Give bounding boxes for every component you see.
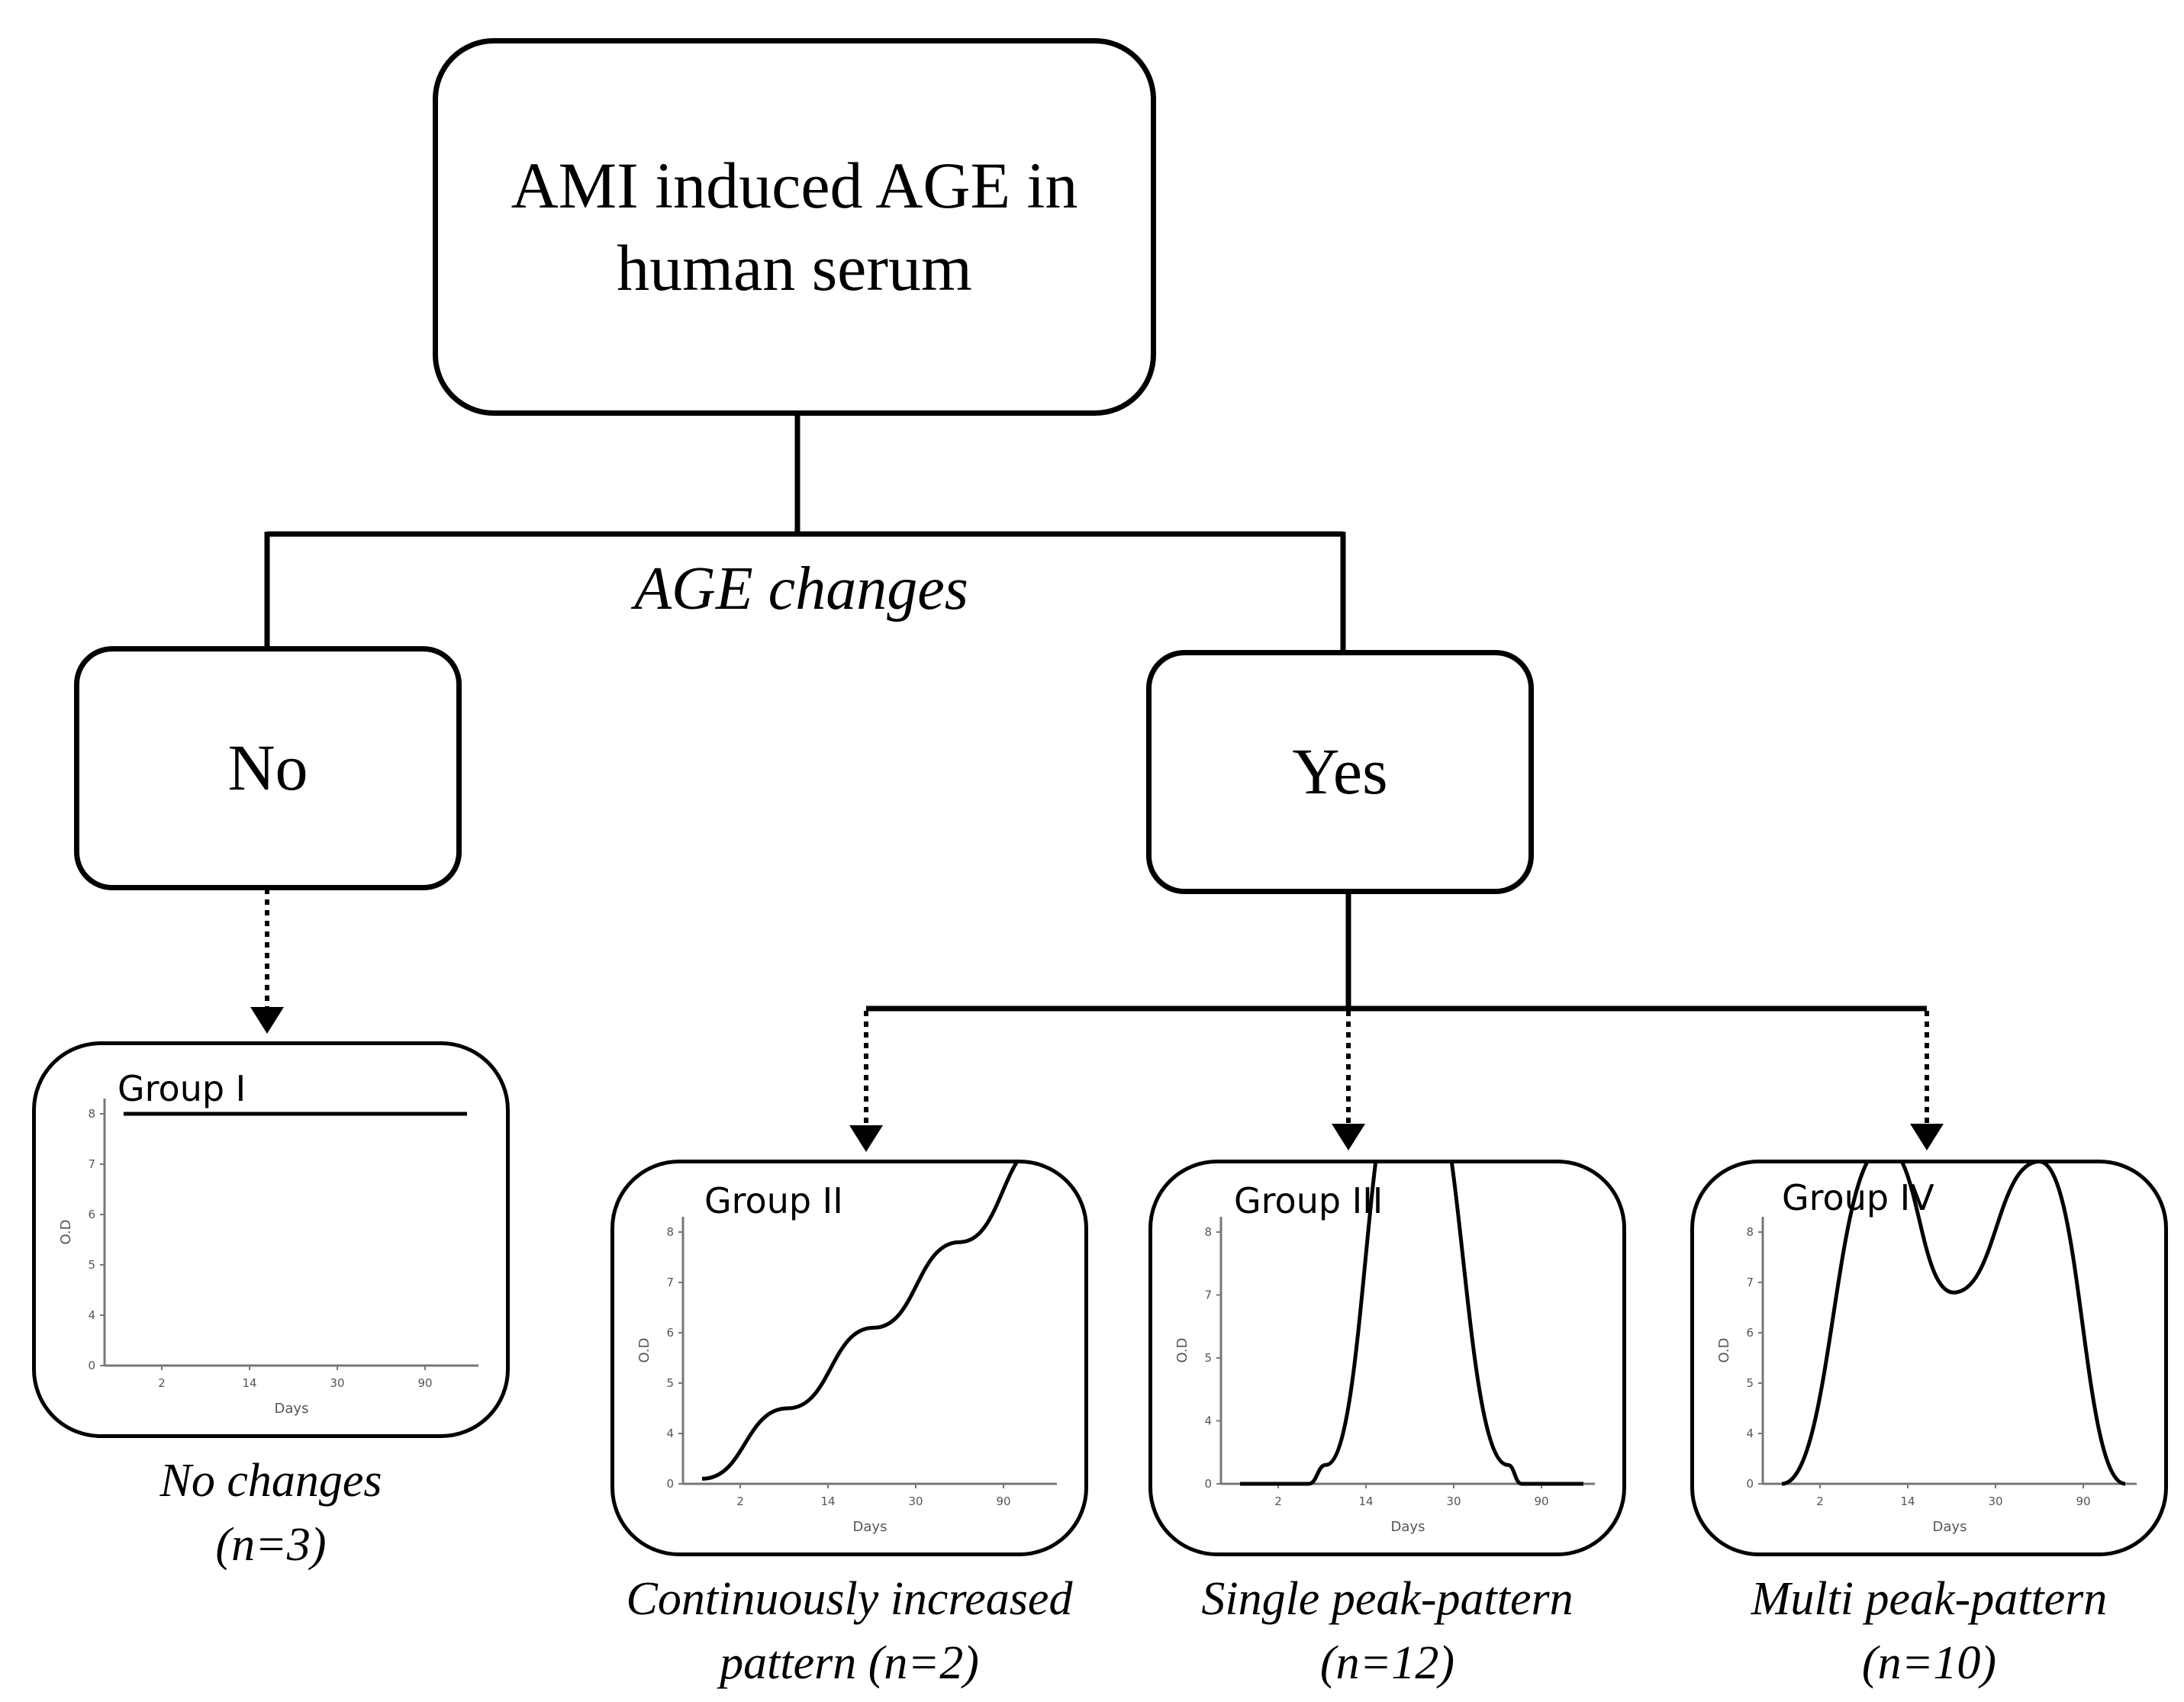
y-tick-label: 0 [88,1359,95,1372]
y-tick-label: 5 [88,1258,95,1272]
caption-line1: Multi peak-pattern [1751,1573,2108,1625]
no-box: No [74,646,462,890]
root-box: AMI induced AGE in human serum [433,38,1156,416]
group-caption: Continuously increased pattern (n=2) [557,1568,1142,1695]
y-tick-label: 7 [1746,1276,1754,1289]
y-tick-label: 8 [88,1107,95,1121]
root-line1: AMI induced AGE in [511,149,1078,222]
arrowhead-group4 [1910,1124,1944,1150]
decision-label: AGE changes [634,555,968,623]
series-line [701,1163,1019,1481]
x-tick-label: 14 [1358,1494,1373,1508]
y-tick-label: 4 [666,1427,674,1440]
y-axis-label: O.D [58,1219,74,1244]
y-tick-label: 0 [1204,1477,1212,1491]
x-tick-label: 14 [820,1494,835,1508]
group-title: Group I [118,1068,246,1109]
x-tick-label: 90 [417,1376,432,1390]
y-tick-label: 7 [1204,1289,1212,1302]
caption-line2: (n=3) [215,1518,327,1571]
caption-line1: No changes [159,1455,382,1507]
x-tick-label: 30 [330,1376,344,1390]
caption-line1: Continuously increased [626,1573,1073,1625]
x-axis-label: Days [1933,1519,1967,1535]
y-tick-label: 0 [1746,1477,1754,1491]
y-tick-label: 4 [1204,1414,1212,1428]
x-tick-label: 90 [1534,1494,1548,1508]
caption-line2: pattern (n=2) [720,1636,979,1689]
y-tick-label: 6 [666,1326,674,1340]
x-axis-label: Days [1391,1519,1425,1535]
x-tick-label: 30 [1446,1494,1461,1508]
yes-box: Yes [1146,650,1534,894]
y-tick-label: 5 [666,1376,674,1390]
y-tick-label: 4 [1746,1427,1754,1440]
y-tick-label: 8 [1204,1225,1212,1239]
y-tick-label: 8 [666,1225,674,1239]
x-tick-label: 90 [2076,1494,2090,1508]
x-tick-label: 14 [1900,1494,1915,1508]
x-tick-label: 2 [1274,1494,1282,1508]
caption-line2: (n=10) [1861,1636,1997,1689]
y-axis-label: O.D [1174,1337,1190,1363]
y-axis-label: O.D [1716,1337,1732,1363]
x-tick-label: 2 [1816,1494,1824,1508]
x-tick-label: 2 [158,1376,166,1390]
x-tick-label: 30 [1988,1494,2002,1508]
caption-line1: Single peak-pattern [1201,1573,1574,1625]
series-line [1781,1163,2126,1486]
group-caption: No changes (n=3) [32,1449,510,1577]
group-caption: Single peak-pattern (n=12) [1148,1568,1626,1695]
yes-label: Yes [1292,735,1388,809]
y-axis-label: O.D [636,1337,652,1363]
x-tick-label: 90 [996,1494,1010,1508]
y-tick-label: 4 [88,1308,95,1322]
series-line [1239,1163,1583,1486]
arrowhead-group3 [1332,1124,1365,1150]
arrowhead-group2 [849,1125,883,1152]
group-title: Group III [1234,1180,1384,1221]
x-tick-label: 30 [908,1494,923,1508]
y-tick-label: 5 [1204,1351,1212,1365]
group-title: Group II [704,1180,843,1221]
no-label: No [227,731,308,805]
caption-line2: (n=12) [1319,1636,1455,1689]
y-tick-label: 5 [1746,1376,1754,1390]
x-tick-label: 14 [242,1376,256,1390]
y-tick-label: 0 [666,1477,674,1491]
x-axis-label: Days [275,1401,309,1417]
arrowhead-group1 [250,1007,284,1034]
root-line2: human serum [617,230,972,304]
x-tick-label: 2 [736,1494,744,1508]
y-tick-label: 7 [666,1276,674,1289]
y-tick-label: 6 [88,1208,95,1221]
y-tick-label: 6 [1746,1326,1754,1340]
y-tick-label: 8 [1746,1225,1754,1239]
y-tick-label: 7 [88,1157,95,1171]
group-caption: Multi peak-pattern (n=10) [1690,1568,2168,1695]
x-axis-label: Days [853,1519,887,1535]
